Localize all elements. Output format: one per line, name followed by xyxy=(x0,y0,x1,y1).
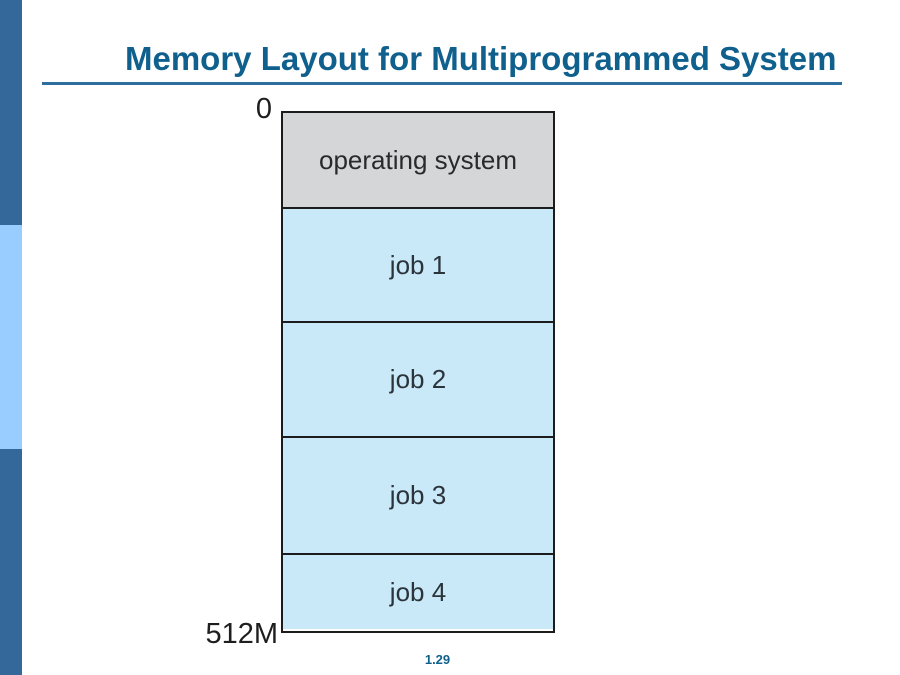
memory-segment-job-4: job 4 xyxy=(283,553,553,629)
memory-segment-label: job 4 xyxy=(389,576,447,607)
memory-segment-label: operating system xyxy=(319,144,517,175)
left-accent-bar-top xyxy=(0,0,22,225)
page-number: 1.29 xyxy=(424,652,451,667)
memory-segment-label: job 2 xyxy=(389,364,447,394)
slide-title: Memory Layout for Multiprogrammed System xyxy=(125,40,837,77)
memory-address-bottom-label: 512M xyxy=(205,618,278,650)
memory-segment-label: job 1 xyxy=(389,249,447,280)
memory-segment-label: job 3 xyxy=(389,480,447,510)
memory-segment-job-3: job 3 xyxy=(283,436,553,553)
memory-address-top-label: 0 xyxy=(255,93,272,125)
memory-segment-job-2: job 2 xyxy=(283,321,553,436)
memory-segment-job-1: job 1 xyxy=(283,207,553,321)
title-underline xyxy=(42,82,842,85)
left-accent-bar-bottom xyxy=(0,449,22,675)
memory-segment-operating-system: operating system xyxy=(283,113,553,207)
memory-layout-diagram: operating system job 1 job 2 job 3 job 4 xyxy=(281,111,555,633)
left-accent-bar-middle xyxy=(0,225,22,449)
